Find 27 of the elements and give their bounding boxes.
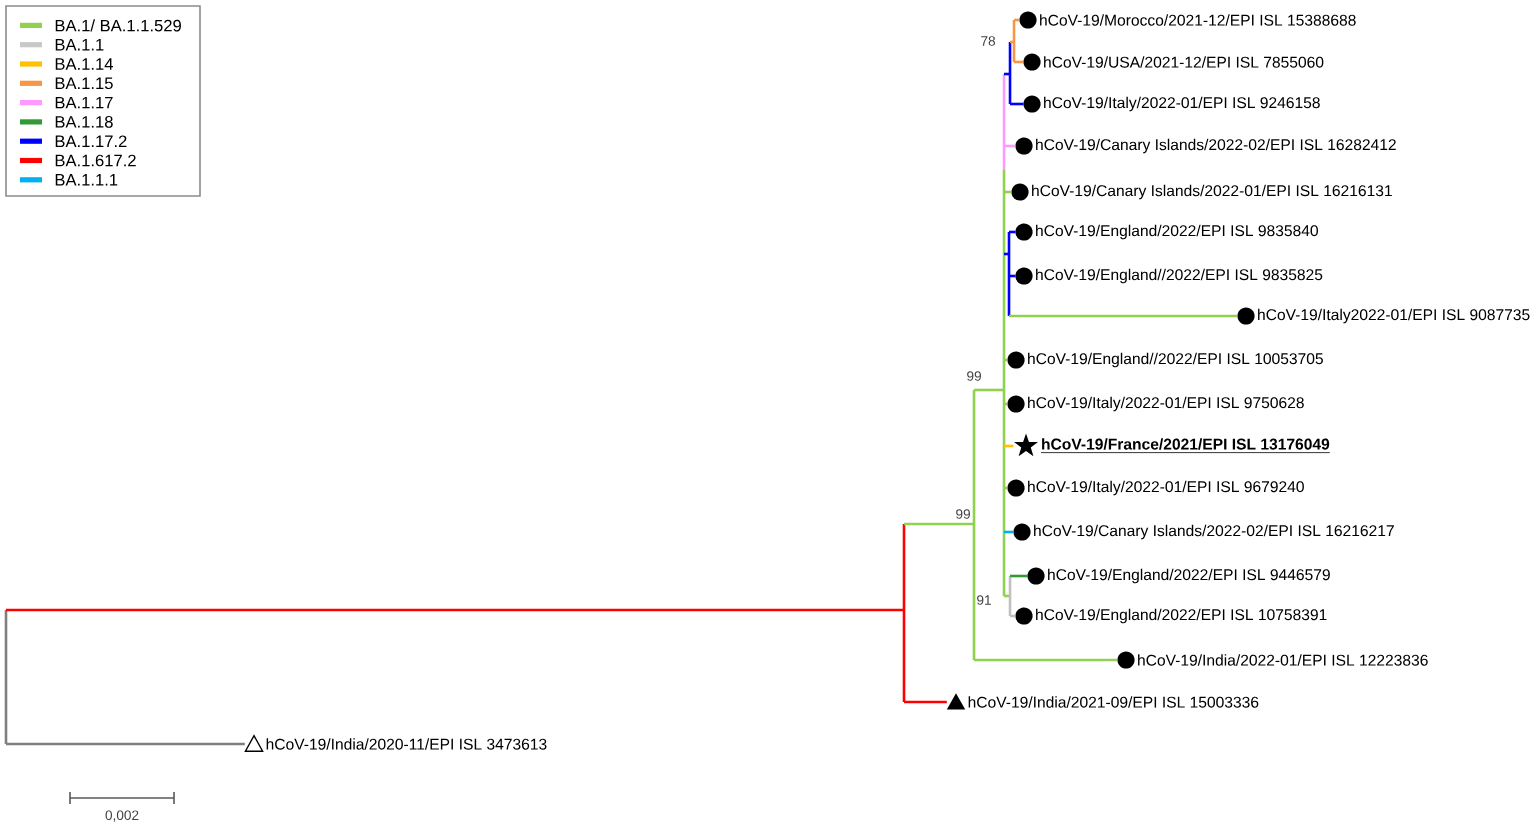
branch-line xyxy=(974,658,1118,662)
branch-line xyxy=(1010,102,1024,106)
branch-line xyxy=(1004,530,1014,534)
legend-label: BA.1.1.1 xyxy=(55,174,118,186)
branch-line xyxy=(1010,574,1028,578)
branch-line xyxy=(1004,144,1016,148)
legend-label: BA.1.17.2 xyxy=(55,135,127,147)
legend-label: BA.1.617.2 xyxy=(55,154,136,167)
legend-label: BA.1.14 xyxy=(55,58,113,70)
branch-line xyxy=(1009,274,1016,278)
legend-label: BA.1/ BA.1.1.529 xyxy=(55,19,181,32)
branch-line xyxy=(1004,444,1014,448)
legend-label: BA.1.17 xyxy=(55,96,113,109)
branch-line xyxy=(6,742,245,746)
branch-line xyxy=(1009,314,1238,318)
branch-line xyxy=(1004,190,1012,194)
branch-line xyxy=(1010,614,1016,618)
legend-label: BA.1.15 xyxy=(55,77,113,90)
branch-line xyxy=(1004,402,1008,406)
branch-line xyxy=(1009,230,1016,234)
branch-line xyxy=(1014,60,1024,64)
legend-label: BA.1.18 xyxy=(55,116,113,128)
branch-line xyxy=(1014,18,1020,22)
branch-line xyxy=(1004,358,1008,362)
branch-line xyxy=(904,700,947,704)
branch-line xyxy=(1004,486,1008,490)
legend-label: BA.1.1 xyxy=(55,39,104,51)
